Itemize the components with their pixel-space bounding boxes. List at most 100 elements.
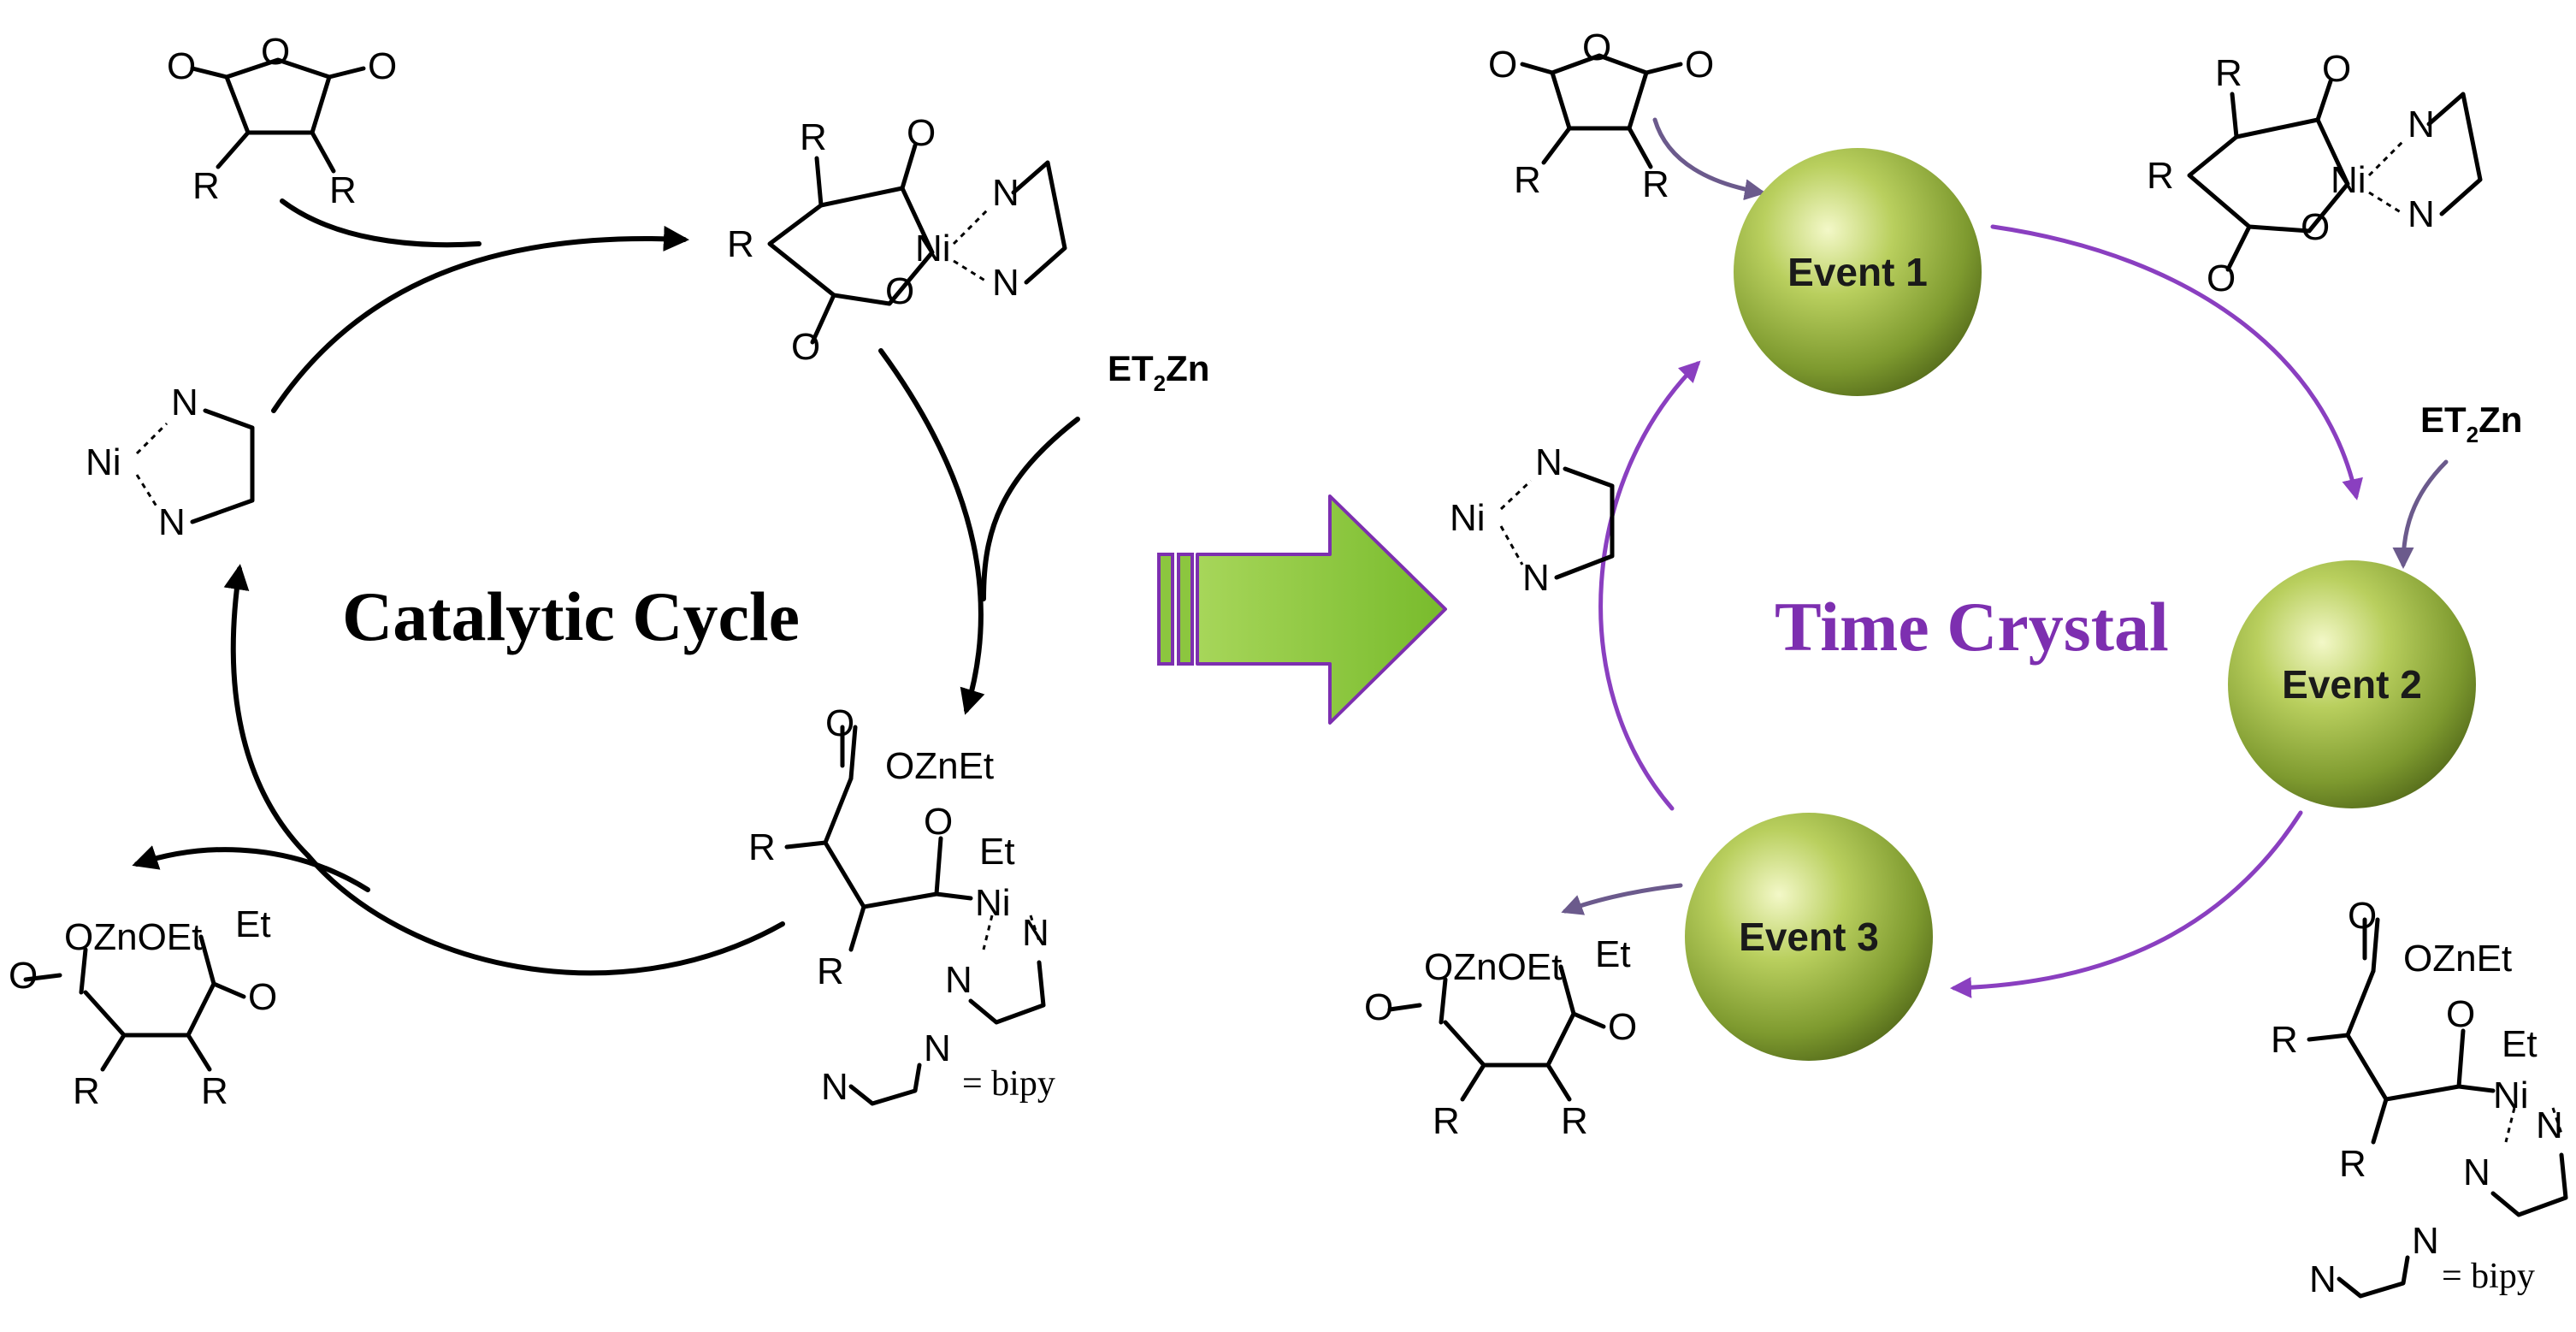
cycle-arc-left <box>223 564 310 858</box>
atom-n: N <box>2463 1151 2490 1193</box>
tc-arc-1-2 <box>1990 224 2363 500</box>
product-left: OZnOEt Et O O R R <box>9 903 277 1112</box>
atom-n: N <box>992 262 1019 304</box>
atom-r: R <box>2271 1019 2298 1061</box>
atom-r: R <box>748 826 776 868</box>
et2zn-in-arrow-right <box>2392 459 2449 569</box>
atom-r: R <box>800 116 827 158</box>
bipy-note-right: = bipy <box>2442 1257 2535 1296</box>
atom-ozn: OZnEt <box>885 745 994 787</box>
event-3-label: Event 3 <box>1739 915 1879 959</box>
product-right: OZnOEt Et O O R R <box>1364 933 1637 1142</box>
atom-et: Et <box>979 831 1015 873</box>
tc-arc-2-3 <box>1950 810 2303 998</box>
atom-ozn: OZnOEt <box>1424 946 1562 988</box>
atom-o: O <box>167 45 196 87</box>
atom-o: O <box>248 976 277 1018</box>
atom-n: N <box>2408 104 2435 145</box>
atom-n: N <box>158 501 186 543</box>
product-out-arrow-right <box>1561 883 1683 915</box>
atom-r: R <box>2147 155 2174 197</box>
atom-o: O <box>368 45 397 87</box>
atom-o: O <box>9 955 38 997</box>
et2zn-label-right: ET2Zn <box>2420 400 2522 447</box>
atom-o: O <box>825 702 854 744</box>
event-1-node: Event 1 <box>1734 148 1982 396</box>
atom-o: O <box>791 326 820 368</box>
cycle-arc-right <box>878 348 985 715</box>
atom-r: R <box>817 950 844 992</box>
atom-r: R <box>329 169 357 211</box>
atom-r: R <box>2339 1143 2366 1185</box>
atom-o: O <box>1582 27 1611 68</box>
nickel-metallacycle-right: R R O Ni O O N N <box>2147 48 2483 299</box>
et2zn-label-left: ET2Zn <box>1108 348 1209 396</box>
atom-n: N <box>1022 912 1049 954</box>
atom-r: R <box>73 1070 100 1112</box>
atom-o: O <box>1364 986 1393 1028</box>
nickel-bipy-left: Ni N N <box>86 382 255 543</box>
atom-o: O <box>2301 206 2330 248</box>
cycle-arc-top <box>271 225 689 413</box>
atom-r: R <box>1433 1100 1460 1142</box>
bipy-note-left: = bipy <box>962 1064 1055 1104</box>
atom-ni: Ni <box>2331 159 2366 201</box>
atom-n: N <box>821 1066 848 1108</box>
atom-r: R <box>201 1070 228 1112</box>
atom-ni: Ni <box>1450 497 1486 539</box>
bipy-legend-right: N N = bipy <box>2309 1220 2535 1300</box>
et2zn-in-arrow-left <box>981 417 1080 601</box>
tc-arc-3-1 <box>1598 360 1701 811</box>
atom-et: Et <box>1595 933 1631 975</box>
atom-o: O <box>907 112 936 154</box>
zinc-intermediate-right: O OZnEt R O R Et Ni N N <box>2271 895 2568 1217</box>
transition-arrow <box>1157 494 1447 725</box>
cycle-arc-bottom <box>305 853 785 976</box>
anhydride-in-arrow <box>280 198 482 248</box>
atom-n: N <box>1535 441 1563 483</box>
atom-ozn: OZnEt <box>2403 938 2512 980</box>
atom-r: R <box>192 165 220 207</box>
atom-n: N <box>2309 1258 2337 1300</box>
zinc-intermediate-left: O OZnEt R O R Et Ni N N <box>748 702 1049 1025</box>
atom-ni: Ni <box>2493 1074 2529 1116</box>
atom-o: O <box>924 801 953 843</box>
atom-n: N <box>945 959 972 1001</box>
time-crystal-title: Time Crystal <box>1775 588 2169 666</box>
bipy-legend-left: N N = bipy <box>821 1027 1055 1108</box>
atom-n: N <box>992 172 1019 214</box>
atom-o: O <box>1685 44 1714 86</box>
anhydride-in-arrow-right <box>1652 117 1766 201</box>
atom-r: R <box>727 223 754 265</box>
atom-ni: Ni <box>975 882 1011 924</box>
event-3-node: Event 3 <box>1685 813 1933 1061</box>
atom-n: N <box>2536 1104 2563 1146</box>
atom-ni: Ni <box>86 441 121 483</box>
nickel-bipy-right: Ni N N <box>1450 441 1615 599</box>
atom-o: O <box>2446 993 2475 1035</box>
atom-n: N <box>1522 557 1550 599</box>
atom-o: O <box>2322 48 2351 90</box>
catalytic-cycle-title: Catalytic Cycle <box>342 577 800 655</box>
left-panel: O O O R R R R O Ni O O N N ET2Zn <box>9 31 1209 1112</box>
nickel-metallacycle-left: R R O Ni O O N N <box>727 112 1067 368</box>
atom-n: N <box>2412 1220 2439 1262</box>
atom-r: R <box>1561 1100 1588 1142</box>
atom-n: N <box>171 382 198 423</box>
atom-n: N <box>2408 193 2435 235</box>
event-2-node: Event 2 <box>2228 560 2476 808</box>
succinic-anhydride-left: O O O R R <box>167 31 397 211</box>
event-2-label: Event 2 <box>2282 662 2422 707</box>
atom-r: R <box>1642 163 1669 205</box>
right-panel: Event 1 Event 2 Event 3 Time Crystal O O… <box>1364 27 2568 1300</box>
atom-n: N <box>924 1027 951 1069</box>
atom-o: O <box>261 31 290 73</box>
atom-ozn: OZnOEt <box>64 916 202 958</box>
atom-r: R <box>2215 52 2242 94</box>
atom-et: Et <box>235 903 271 945</box>
event-1-label: Event 1 <box>1787 250 1928 294</box>
atom-r: R <box>1514 159 1541 201</box>
atom-o: O <box>885 270 914 312</box>
atom-o: O <box>1488 44 1517 86</box>
